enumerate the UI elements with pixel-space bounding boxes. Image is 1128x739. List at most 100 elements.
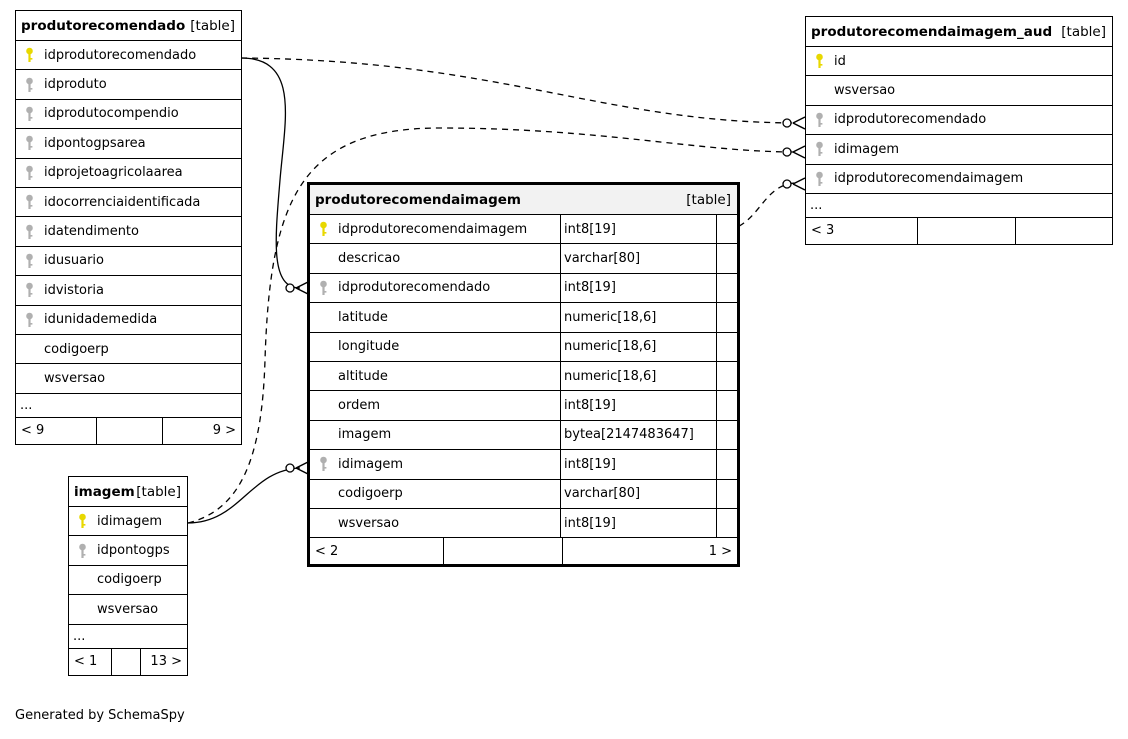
column-row[interactable]: descricao varchar[80] bbox=[310, 244, 737, 274]
column-name: wsversao bbox=[97, 601, 159, 617]
column-name: idatendimento bbox=[44, 224, 139, 240]
footer-middle bbox=[96, 417, 162, 444]
table-name: produtorecomendaimagem_aud bbox=[811, 23, 1053, 40]
more-columns: ... bbox=[69, 625, 187, 649]
table-produtorecomendado[interactable]: produtorecomendado[table] idprodutorecome… bbox=[15, 10, 242, 445]
table-produtorecomendaimagem[interactable]: produtorecomendaimagem[table]idprodutore… bbox=[307, 182, 740, 568]
table-type: [table] bbox=[190, 17, 235, 34]
column-type: bytea[2147483647] bbox=[560, 420, 716, 450]
column-name: codigoerp bbox=[44, 341, 109, 357]
foreign-key-icon bbox=[25, 283, 33, 298]
column-row[interactable]: imagem bytea[2147483647] bbox=[310, 420, 737, 451]
foreign-key-icon bbox=[25, 224, 33, 239]
column-row[interactable]: idproduto bbox=[16, 70, 241, 100]
column-row[interactable]: idprodutorecomendado bbox=[16, 41, 241, 71]
foreign-key-icon bbox=[25, 194, 33, 210]
column-row[interactable]: latitude numeric[18,6] bbox=[310, 303, 737, 333]
footer-middle bbox=[111, 648, 140, 675]
column-row[interactable]: wsversao bbox=[69, 595, 187, 625]
column-name: idprojetoagricolaarea bbox=[44, 165, 183, 181]
footer-middle bbox=[917, 217, 1015, 244]
column-row[interactable]: idatendimento bbox=[16, 217, 241, 247]
foreign-key-icon bbox=[815, 112, 823, 127]
column-name: wsversao bbox=[338, 515, 400, 531]
column-row[interactable]: idprodutorecomendaimagem bbox=[806, 165, 1112, 194]
footer-middle bbox=[443, 538, 562, 565]
column-row[interactable]: idvistoria bbox=[16, 276, 241, 306]
column-row[interactable]: idprojetoagricolaarea bbox=[16, 159, 241, 188]
column-name: idocorrenciaidentificada bbox=[44, 194, 201, 210]
column-row[interactable]: idimagem bbox=[69, 507, 187, 537]
column-row[interactable]: idunidademedida bbox=[16, 306, 241, 335]
column-type: int8[19] bbox=[560, 391, 716, 420]
primary-key-icon bbox=[25, 47, 33, 63]
primary-key-icon bbox=[319, 221, 327, 237]
link-imagem-to-imagemrel bbox=[187, 467, 301, 524]
table-produtorecomendaimagem_aud[interactable]: produtorecomendaimagem_aud [table] id wsver… bbox=[805, 16, 1113, 245]
column-name: descricao bbox=[338, 251, 401, 267]
column-type: numeric[18,6] bbox=[560, 361, 716, 391]
column-row[interactable]: idimagem int8[19] bbox=[310, 450, 737, 480]
footer-parents: < 3 bbox=[811, 223, 835, 239]
footer-parents: < 1 bbox=[74, 654, 98, 670]
footer-parents: < 9 bbox=[21, 423, 45, 439]
table-type: [table] bbox=[1061, 23, 1106, 40]
column-name: wsversao bbox=[44, 370, 106, 386]
column-name: imagem bbox=[338, 427, 392, 443]
column-type: int8[19] bbox=[560, 450, 716, 479]
footer-children bbox=[1015, 217, 1112, 244]
column-type: int8[19] bbox=[560, 508, 716, 538]
column-row[interactable]: idimagem bbox=[806, 135, 1112, 165]
column-type: varchar[80] bbox=[560, 244, 716, 273]
column-name: longitude bbox=[338, 339, 400, 355]
more-columns: ... bbox=[806, 194, 1112, 218]
column-name: altitude bbox=[338, 368, 388, 384]
foreign-key-icon bbox=[25, 312, 33, 327]
column-row[interactable]: idprodutorecomendado bbox=[806, 106, 1112, 136]
column-name: idprodutocompendio bbox=[44, 106, 179, 122]
table-header: imagem[table] bbox=[69, 477, 187, 507]
column-name: codigoerp bbox=[338, 486, 403, 502]
table-name: produtorecomendado bbox=[21, 17, 186, 34]
column-name: idproduto bbox=[44, 77, 107, 93]
foreign-key-icon bbox=[25, 253, 33, 268]
column-name: idimagem bbox=[338, 456, 404, 472]
column-row[interactable]: idpontogpsarea bbox=[16, 129, 241, 159]
column-row[interactable]: wsversao bbox=[806, 76, 1112, 106]
primary-key-icon bbox=[815, 53, 823, 69]
column-name: id bbox=[834, 53, 846, 69]
column-row[interactable]: codigoerp bbox=[16, 335, 241, 365]
crowfoot-marker bbox=[792, 145, 806, 159]
column-name: idprodutorecomendado bbox=[44, 47, 197, 63]
table-header: produtorecomendaimagem_aud [table] bbox=[806, 17, 1112, 47]
column-name: latitude bbox=[338, 309, 388, 325]
column-row[interactable]: altitude numeric[18,6] bbox=[310, 361, 737, 392]
column-row[interactable]: id bbox=[806, 47, 1112, 77]
column-row[interactable]: wsversao int8[19] bbox=[310, 508, 737, 539]
crowfoot-marker bbox=[792, 177, 806, 191]
column-type: numeric[18,6] bbox=[560, 303, 716, 332]
column-row[interactable]: idusuario bbox=[16, 247, 241, 277]
zero-marker bbox=[782, 179, 792, 189]
column-row[interactable]: idprodutocompendio bbox=[16, 100, 241, 130]
column-row[interactable]: wsversao bbox=[16, 364, 241, 394]
column-row[interactable]: codigoerp bbox=[69, 566, 187, 596]
column-name: idprodutorecomendado bbox=[834, 112, 987, 128]
column-row[interactable]: idocorrenciaidentificada bbox=[16, 188, 241, 218]
crowfoot-marker bbox=[792, 116, 806, 130]
column-row[interactable]: idpontogps bbox=[69, 536, 187, 566]
table-name: produtorecomendaimagem bbox=[315, 191, 521, 208]
table-type: [table] bbox=[136, 483, 181, 500]
table-name: imagem bbox=[74, 483, 135, 500]
foreign-key-icon bbox=[815, 142, 823, 157]
zero-marker bbox=[285, 283, 295, 293]
foreign-key-icon bbox=[25, 165, 33, 180]
link-produtorecomendado-to-imagemrel bbox=[240, 57, 301, 289]
